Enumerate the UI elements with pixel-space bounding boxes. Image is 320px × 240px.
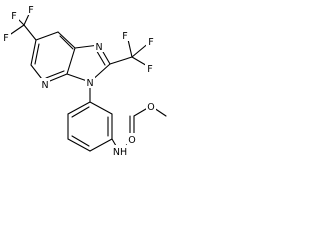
bond <box>57 31 76 49</box>
atom-label-mask <box>146 100 156 112</box>
fluorine-label: F <box>148 37 153 48</box>
bond <box>89 138 113 152</box>
fluorine-label: F <box>28 5 33 16</box>
fluorine-label: F <box>11 11 16 22</box>
bond <box>109 56 133 65</box>
imidazole-nitrogen-label: N <box>95 42 102 53</box>
bond <box>59 35 74 50</box>
atom-label-mask <box>145 62 155 74</box>
bond <box>66 47 76 75</box>
bond <box>35 31 59 41</box>
fluorine-label: F <box>147 64 152 75</box>
bond <box>45 70 65 79</box>
bond <box>30 39 37 66</box>
bond <box>67 138 91 152</box>
atom-label-mask <box>94 40 104 52</box>
atom-label-mask <box>85 76 95 88</box>
bond <box>34 43 40 65</box>
pyridine-nitrogen-label: N <box>41 80 48 91</box>
bond <box>67 101 91 115</box>
fluorine-label: F <box>3 33 8 44</box>
molecule-structure: F F F F F F N N N NH O O <box>1 3 167 158</box>
bond <box>71 106 90 118</box>
atom-label-mask <box>1 31 11 43</box>
fluorine-label: F <box>122 31 127 42</box>
ester-oxygen-label: O <box>128 135 135 146</box>
atom-label-mask <box>120 29 130 41</box>
atom-label-mask <box>127 133 137 145</box>
aryl-nitrogen-label: N <box>86 78 93 89</box>
amine-label: NH <box>113 147 127 158</box>
bond <box>89 101 113 115</box>
bond <box>23 24 37 41</box>
carbonyl-oxygen-label: O <box>147 102 154 113</box>
atom-label-mask <box>112 145 128 157</box>
atom-label-mask <box>26 3 36 15</box>
bond <box>71 135 90 147</box>
atom-label-mask <box>9 9 19 21</box>
atom-label-mask <box>146 35 156 47</box>
atom-label-mask <box>40 78 50 90</box>
